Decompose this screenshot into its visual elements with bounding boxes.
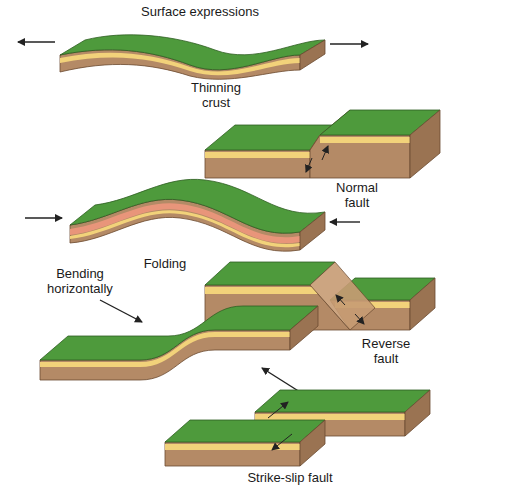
- structure-label: Strike-slip fault: [215, 470, 365, 485]
- structure-label: Reverse fault: [350, 336, 422, 366]
- structure-label: Normal fault: [322, 180, 392, 210]
- thinning-crust-block: [18, 35, 368, 79]
- horizontal-bending-block: [40, 300, 318, 392]
- strike-slip-fault-block: [165, 390, 430, 466]
- structure-label: Bending horizontally: [30, 266, 130, 296]
- structure-label: Thinning crust: [180, 80, 252, 110]
- diagram-title: Surface expressions: [110, 4, 290, 19]
- folding-block: [25, 179, 360, 251]
- normal-fault-block: [205, 110, 440, 178]
- structure-label: Folding: [120, 256, 210, 271]
